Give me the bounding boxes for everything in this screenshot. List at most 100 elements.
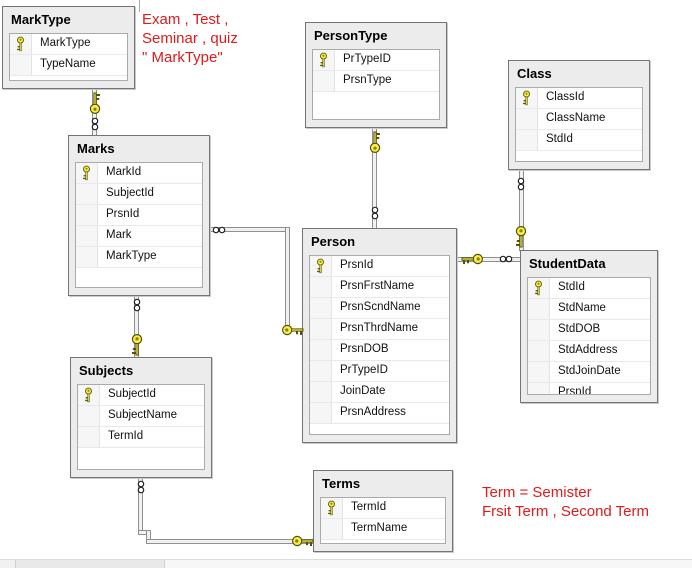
gutter-cell	[76, 247, 98, 267]
table-row[interactable]: ClassName	[516, 109, 642, 130]
table-row[interactable]: TermName	[321, 519, 445, 540]
table-row[interactable]: StdId	[528, 278, 650, 299]
table-row[interactable]: JoinDate	[310, 382, 449, 403]
column-name: PrsnId	[106, 208, 140, 220]
table-title[interactable]: Person	[311, 234, 356, 249]
column-name: TypeName	[40, 58, 96, 70]
table-title[interactable]: PersonType	[314, 28, 388, 43]
key-icon	[514, 226, 528, 248]
table-row[interactable]: ClassId	[516, 88, 642, 109]
table-row[interactable]: PrTypeID	[313, 50, 439, 71]
table-row[interactable]: SubjectId	[76, 184, 202, 205]
gutter-cell	[310, 403, 332, 423]
table-studentdata[interactable]: StudentData StdId StdName StdDOB StdAddr…	[520, 250, 658, 403]
scrollbar-left-button[interactable]	[0, 560, 16, 568]
table-row[interactable]: StdAddress	[528, 341, 650, 362]
table-row[interactable]: PrsnScndName	[310, 298, 449, 319]
table-row[interactable]: PrsnId	[528, 383, 650, 395]
table-persontype[interactable]: PersonType PrTypeID PrsnType	[305, 22, 447, 128]
table-row[interactable]: MarkType	[76, 247, 202, 268]
table-row[interactable]: SubjectName	[78, 406, 204, 427]
table-marks[interactable]: Marks MarkId SubjectId PrsnId Mark MarkT…	[68, 135, 210, 296]
gutter-cell	[76, 184, 98, 204]
table-row[interactable]: PrsnAddress	[310, 403, 449, 424]
table-row[interactable]: TermId	[321, 498, 445, 519]
annotation-line: Term = Semister	[482, 484, 592, 501]
table-title[interactable]: Subjects	[79, 363, 134, 378]
table-title[interactable]: Class	[517, 66, 552, 81]
gutter-cell	[310, 277, 332, 297]
gutter-cell	[78, 427, 100, 447]
column-name: StdAddress	[558, 344, 618, 356]
column-name: PrsnScndName	[340, 301, 421, 313]
column-name: StdDOB	[558, 323, 601, 335]
table-row[interactable]: TermId	[78, 427, 204, 448]
connector-segment[interactable]	[285, 227, 290, 333]
table-title[interactable]: StudentData	[529, 256, 606, 271]
column-name: SubjectName	[108, 409, 178, 421]
table-row[interactable]: MarkId	[76, 163, 202, 184]
gutter-cell	[10, 55, 32, 75]
table-column-list: StdId StdName StdDOB StdAddress StdJoinD…	[527, 277, 651, 395]
primary-key-icon	[319, 52, 329, 68]
table-row[interactable]: PrsnId	[76, 205, 202, 226]
column-name: MarkId	[106, 166, 142, 178]
table-row[interactable]: StdId	[516, 130, 642, 151]
column-name: PrsnId	[558, 386, 592, 395]
table-row[interactable]: TypeName	[10, 55, 127, 76]
table-row[interactable]: PrsnThrdName	[310, 319, 449, 340]
gutter-cell	[310, 319, 332, 339]
table-title[interactable]: MarkType	[11, 12, 71, 27]
table-row[interactable]: PrTypeID	[310, 361, 449, 382]
table-column-list: TermId TermName	[320, 497, 446, 544]
table-subjects[interactable]: Subjects SubjectId SubjectName TermId	[70, 357, 212, 478]
table-column-list: PrTypeID PrsnType	[312, 49, 440, 120]
table-row[interactable]: StdDOB	[528, 320, 650, 341]
scrollbar-thumb[interactable]	[16, 560, 165, 568]
connector-segment[interactable]	[146, 539, 314, 544]
column-name: Mark	[106, 229, 132, 241]
table-row[interactable]: Mark	[76, 226, 202, 247]
table-row[interactable]: PrsnId	[310, 256, 449, 277]
table-marktype[interactable]: MarkType MarkType TypeName	[2, 6, 135, 89]
column-name: PrsnAddress	[340, 406, 406, 418]
key-icon	[461, 252, 483, 266]
column-name: PrsnThrdName	[340, 322, 418, 334]
table-row[interactable]: MarkType	[10, 34, 127, 55]
table-person[interactable]: Person PrsnId PrsnFrstName PrsnScndName …	[302, 228, 457, 443]
column-name: StdJoinDate	[558, 365, 621, 377]
table-column-list: SubjectId SubjectName TermId	[77, 384, 205, 470]
table-title[interactable]: Marks	[77, 141, 115, 156]
table-title[interactable]: Terms	[322, 476, 361, 491]
infinity-icon	[212, 226, 226, 234]
table-row[interactable]: SubjectId	[78, 385, 204, 406]
table-row[interactable]: StdJoinDate	[528, 362, 650, 383]
table-terms[interactable]: Terms TermId TermName	[313, 470, 453, 552]
infinity-icon	[133, 298, 141, 312]
annotation-terms-note: Term = Semister Frsit Term , Second Term	[482, 483, 649, 521]
table-row[interactable]: PrsnFrstName	[310, 277, 449, 298]
column-name: MarkType	[106, 250, 157, 262]
table-class[interactable]: Class ClassId ClassName StdId	[508, 60, 650, 170]
table-row[interactable]: PrsnType	[313, 71, 439, 92]
column-name: JoinDate	[340, 385, 386, 397]
primary-key-icon	[82, 165, 92, 181]
table-row[interactable]: PrsnDOB	[310, 340, 449, 361]
table-column-list: PrsnId PrsnFrstName PrsnScndName PrsnThr…	[309, 255, 450, 435]
primary-key-icon	[534, 280, 544, 296]
table-row[interactable]: StdName	[528, 299, 650, 320]
pk-gutter-cell	[528, 278, 550, 298]
infinity-icon	[137, 480, 145, 494]
pane-divider	[0, 559, 692, 560]
primary-key-icon	[16, 36, 26, 52]
pk-gutter-cell	[321, 498, 343, 518]
column-name: PrsnDOB	[340, 343, 389, 355]
column-name: TermId	[108, 430, 144, 442]
column-name: StdId	[546, 133, 573, 145]
infinity-icon	[371, 206, 379, 220]
column-name: TermName	[351, 522, 408, 534]
horizontal-scrollbar[interactable]	[0, 560, 692, 568]
column-name: PrsnId	[340, 259, 374, 271]
primary-key-icon	[316, 258, 326, 274]
gutter-cell	[310, 298, 332, 318]
